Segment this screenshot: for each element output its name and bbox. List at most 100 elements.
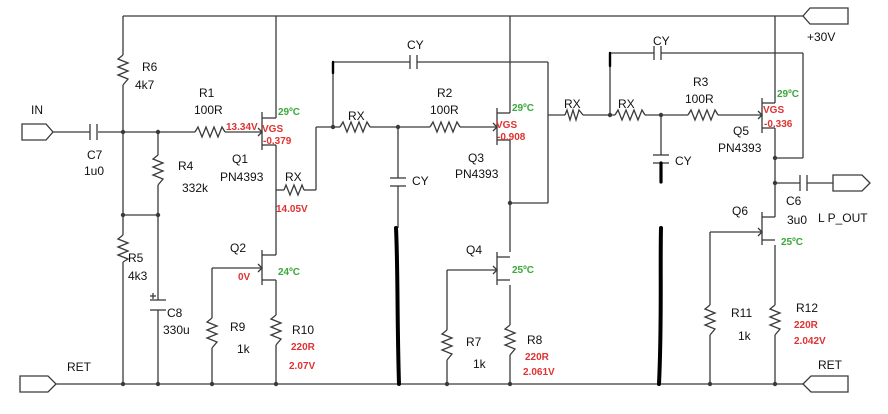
q5-vgs-value: -0.336 — [764, 119, 793, 130]
q3-part: PN4393 — [455, 167, 499, 181]
cy-mid-ref: CY — [412, 174, 429, 188]
resistor-r7 — [440, 329, 454, 361]
capacitor-c6 — [799, 175, 808, 191]
resistor-r1 — [194, 125, 226, 139]
resistor-r4 — [151, 154, 165, 186]
c7-value: 1u0 — [84, 164, 104, 178]
r6-ref: R6 — [142, 60, 158, 74]
q6-ref: Q6 — [732, 204, 748, 218]
resistor-rx-3 — [564, 107, 584, 123]
jfet-q3 — [492, 108, 511, 145]
resistor-r6 — [116, 54, 130, 86]
q5-temp: 29ºC — [777, 89, 799, 100]
jfet-q2 — [257, 237, 277, 285]
jfet-q4 — [492, 252, 510, 285]
r12-value: 220R — [794, 320, 819, 331]
q1-vgs-label: VGS — [262, 124, 283, 135]
q3-vgs-label: VGS — [496, 120, 517, 131]
resistor-r8 — [503, 324, 517, 356]
resistor-rx-2 — [339, 120, 371, 134]
resistor-r11 — [703, 304, 717, 336]
r2-ref: R2 — [437, 86, 453, 100]
resistor-r10 — [269, 314, 283, 346]
q5-vgs-label: VGS — [763, 105, 784, 116]
q1-part: PN4393 — [220, 170, 264, 184]
cy-right-ref: CY — [675, 154, 692, 168]
r12-ref: R12 — [796, 301, 818, 315]
r1-ref: R1 — [199, 86, 215, 100]
rx3-ref: RX — [564, 97, 581, 111]
r8-value: 220R — [525, 352, 550, 363]
q2-temp: 24ºC — [278, 267, 300, 278]
r3-ref: R3 — [693, 75, 709, 89]
q4-ref: Q4 — [466, 243, 482, 257]
capacitor-cy-top2 — [653, 46, 662, 60]
r8-ref: R8 — [527, 333, 543, 347]
port-plus30v[interactable] — [802, 7, 849, 25]
jfet-q6 — [757, 205, 776, 245]
label-ret-left: RET — [67, 360, 92, 374]
r7-value: 1k — [473, 357, 487, 371]
stage3-wiring — [548, 16, 833, 387]
q1-vgs-value: -0.379 — [263, 136, 292, 147]
q2-gate-voltage: 0V — [238, 272, 251, 283]
r9-value: 1k — [237, 342, 251, 356]
port-in[interactable] — [21, 123, 54, 141]
resistor-rx-4 — [614, 108, 646, 122]
stage1-wiring — [53, 16, 317, 387]
r5-ref: R5 — [128, 251, 144, 265]
resistor-r3 — [687, 108, 719, 122]
label-in: IN — [31, 103, 43, 117]
q6-temp: 25ºC — [781, 237, 803, 248]
jfet-q1 — [257, 112, 277, 150]
q3-ref: Q3 — [468, 151, 484, 165]
r4-ref: R4 — [178, 159, 194, 173]
r2-value: 100R — [430, 103, 459, 117]
r4-value: 332k — [182, 181, 209, 195]
label-lp-out: L P_OUT — [818, 211, 868, 225]
r5-value: 4k3 — [128, 269, 148, 283]
c8-value: 330u — [163, 323, 190, 337]
c6-ref: C6 — [786, 194, 802, 208]
rx1-ref: RX — [285, 170, 302, 184]
q3-temp: 29ºC — [512, 103, 534, 114]
r6-value: 4k7 — [135, 78, 155, 92]
q1-source-voltage: 14.05V — [276, 204, 308, 215]
c6-value: 3u0 — [787, 213, 807, 227]
resistor-r5 — [116, 234, 130, 263]
r1-value: 100R — [194, 103, 223, 117]
q5-part: PN4393 — [718, 141, 762, 155]
rx4-ref: RX — [618, 97, 635, 111]
port-ret-right[interactable] — [802, 375, 849, 393]
r3-value: 100R — [685, 92, 714, 106]
cy-top2-ref: CY — [653, 34, 670, 48]
capacitor-cy-mid — [390, 177, 406, 187]
c7-ref: C7 — [87, 148, 103, 162]
stage2-wiring — [316, 16, 549, 387]
port-lp-out[interactable] — [832, 174, 871, 192]
resistor-rx-1 — [283, 183, 305, 197]
q4-temp: 25ºC — [512, 265, 534, 276]
r10-voltage: 2.07V — [289, 361, 315, 372]
rx2-ref: RX — [348, 109, 365, 123]
capacitor-c8 — [150, 293, 166, 311]
r9-ref: R9 — [230, 320, 246, 334]
q1-temp: 29ºC — [278, 107, 300, 118]
cy-top-ref: CY — [407, 38, 424, 52]
resistor-r9 — [205, 317, 219, 349]
capacitor-c7 — [89, 124, 98, 140]
q3-vgs-value: -0.908 — [497, 132, 526, 143]
port-ret-left[interactable] — [19, 375, 57, 393]
r11-ref: R11 — [731, 306, 752, 320]
r11-value: 1k — [738, 329, 752, 343]
r12-voltage: 2.042V — [794, 336, 826, 347]
resistor-r2 — [429, 120, 461, 134]
label-plus30v: +30V — [807, 30, 835, 44]
q1-ref: Q1 — [232, 152, 248, 166]
q1-gate-voltage: 13.34V — [226, 122, 258, 133]
q2-ref: Q2 — [230, 241, 246, 255]
label-ret-right: RET — [818, 358, 843, 372]
r10-value: 220R — [291, 342, 316, 353]
c8-ref: C8 — [167, 306, 183, 320]
